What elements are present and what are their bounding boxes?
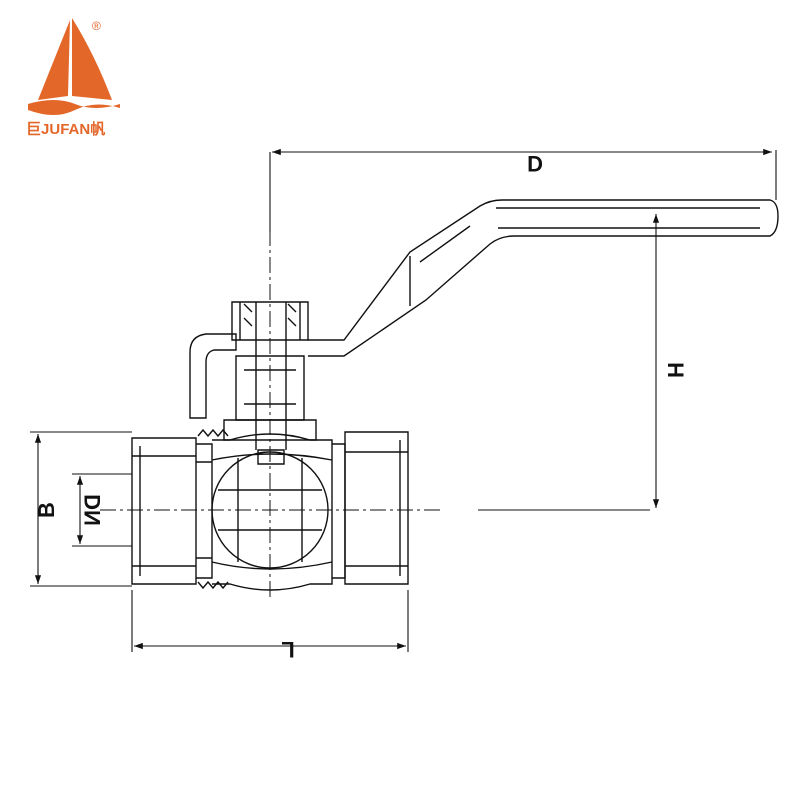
centerlines — [100, 230, 440, 600]
handle-lever — [308, 199, 779, 357]
dimension-lines — [30, 148, 777, 652]
brand-name: 巨JUFAN帆 — [26, 120, 105, 138]
brand-cjk-left: 巨 — [26, 121, 41, 138]
brand-latin: JUFAN — [41, 121, 90, 138]
sail-right-icon — [72, 18, 112, 100]
brand-cjk-right: 帆 — [90, 120, 105, 138]
dim-label-dn: DN — [80, 494, 105, 526]
sail-left-icon — [38, 20, 70, 100]
dim-label-b: B — [34, 502, 59, 518]
wave-icon — [28, 100, 120, 115]
handle-stop — [189, 333, 237, 419]
valve-outline — [100, 199, 779, 600]
registered-mark: ® — [92, 19, 101, 33]
valve-body — [131, 428, 409, 591]
brand-logo: ® 巨JUFAN帆 — [26, 18, 120, 138]
dim-label-d: D — [527, 151, 543, 176]
dim-label-h: H — [663, 362, 688, 378]
dim-label-l: L — [281, 637, 294, 662]
